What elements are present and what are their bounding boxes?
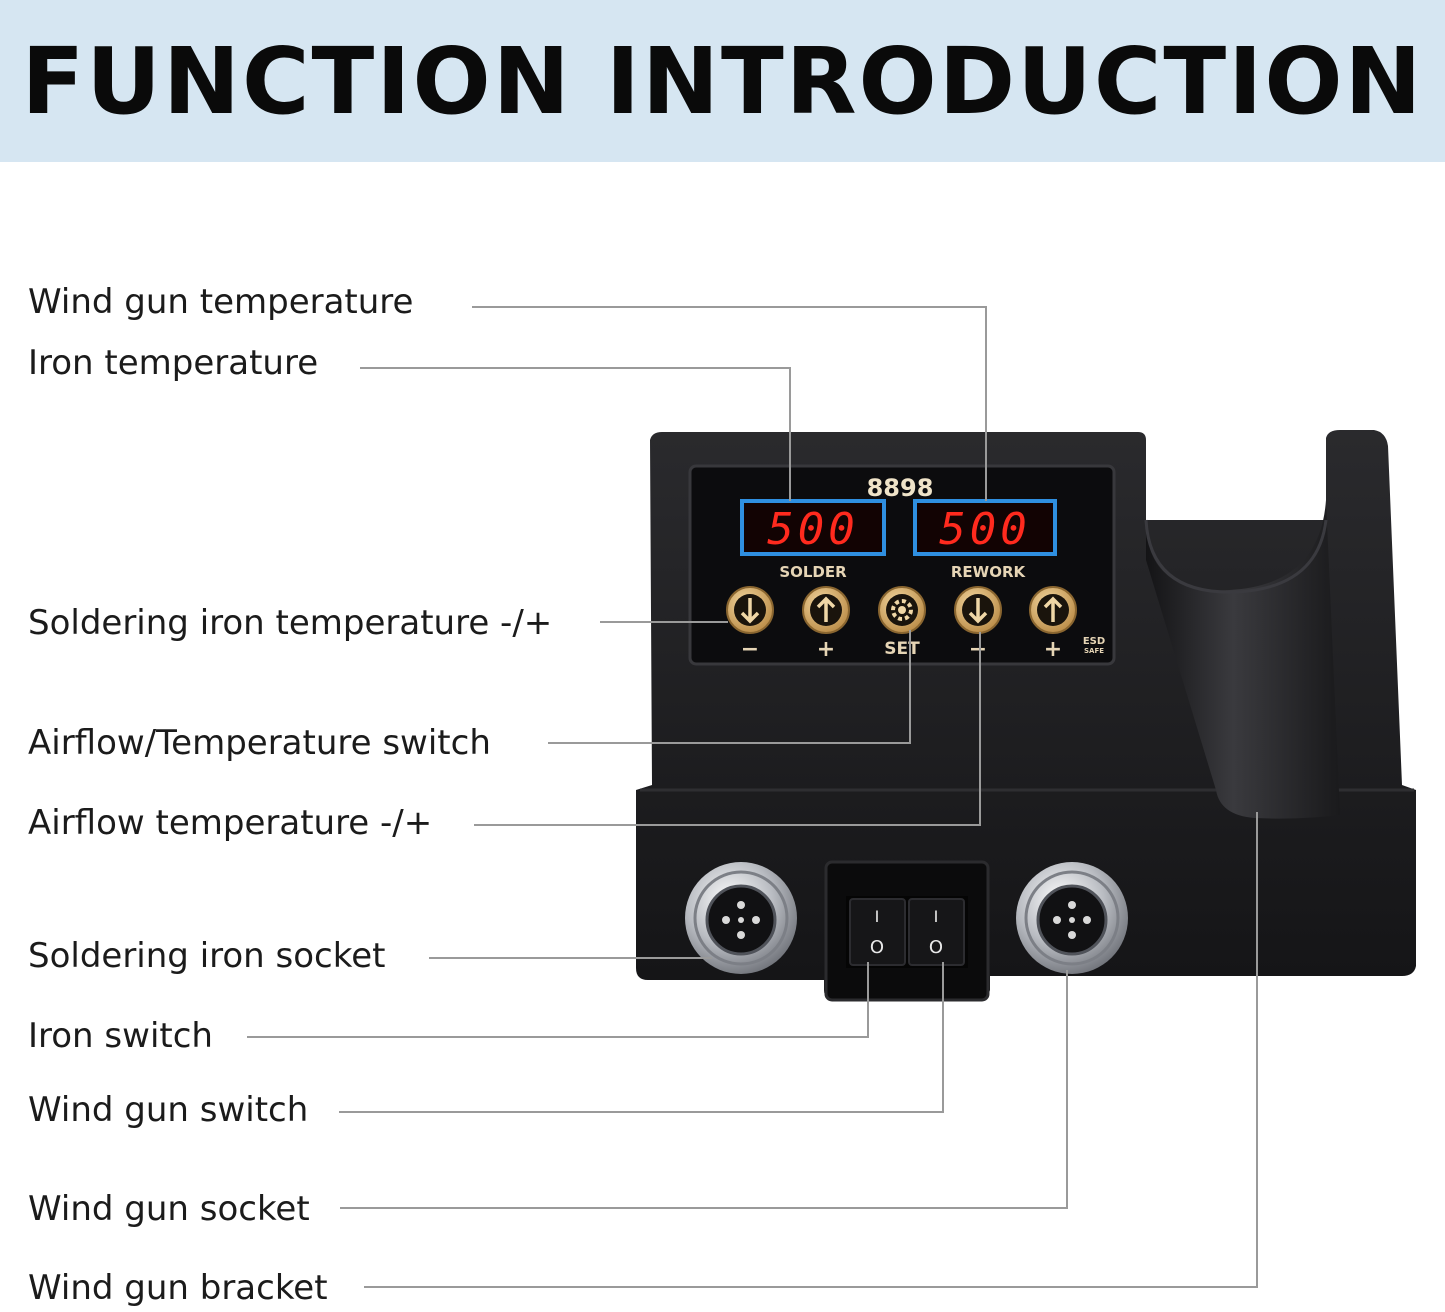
arrow-up-icon [816, 596, 836, 622]
button-label-minus: − [969, 637, 987, 662]
label-soldering-iron-socket: Soldering iron socket [28, 936, 386, 976]
label-soldering-iron-temperature: Soldering iron temperature -/+ [28, 603, 553, 643]
arrow-down-icon [740, 598, 760, 624]
arrow-down-icon [968, 598, 988, 624]
button-label-plus: + [817, 637, 835, 662]
esd-label: ESD [1083, 636, 1105, 647]
solder-temperature-readout: 500 [767, 504, 858, 555]
set-button[interactable] [878, 586, 926, 634]
iron-switch[interactable]: I O [849, 898, 906, 966]
solder-label: SOLDER [779, 563, 847, 581]
wind-gun-bracket [1146, 500, 1340, 819]
leader-iron-temperature [360, 367, 791, 501]
label-airflow-temperature-switch: Airflow/Temperature switch [28, 723, 491, 763]
button-label-minus: − [741, 637, 759, 662]
solder-display [740, 499, 886, 556]
rework-temperature-readout: 500 [939, 504, 1030, 555]
title-banner: FUNCTION INTRODUCTION [0, 0, 1445, 162]
control-panel: 8898 500 500 SOLDER REWORK [688, 464, 1116, 666]
solder-down-button[interactable] [726, 586, 774, 634]
leader-wind-gun-switch [339, 962, 944, 1113]
label-wind-gun-socket: Wind gun socket [28, 1189, 310, 1229]
model-number: 8898 [867, 474, 934, 502]
rework-down-button[interactable] [954, 586, 1002, 634]
rework-label: REWORK [951, 563, 1027, 581]
leader-wind-gun-temperature [472, 306, 987, 501]
label-wind-gun-temperature: Wind gun temperature [28, 282, 414, 322]
leader-wind-gun-bracket [364, 812, 1258, 1288]
button-label-plus: + [1044, 637, 1062, 662]
soldering-iron-socket [685, 862, 797, 974]
rework-up-button[interactable] [1029, 586, 1077, 634]
rework-display [913, 499, 1057, 556]
label-wind-gun-switch: Wind gun switch [28, 1090, 309, 1130]
switch-on-glyph: I [934, 907, 939, 926]
label-iron-temperature: Iron temperature [28, 343, 319, 383]
leader-airflow-temperature-switch [548, 630, 911, 744]
button-label-set: SET [884, 639, 920, 659]
leader-lines [247, 306, 1258, 1288]
switch-on-glyph: I [875, 907, 880, 926]
switch-off-glyph: O [870, 937, 884, 958]
label-iron-switch: Iron switch [28, 1016, 213, 1056]
gear-icon [891, 599, 913, 621]
esd-safe-label: SAFE [1084, 647, 1104, 655]
leader-wind-gun-socket [340, 970, 1068, 1209]
page-title: FUNCTION INTRODUCTION [21, 28, 1424, 135]
wind-gun-switch[interactable]: I O [908, 898, 965, 966]
label-wind-gun-bracket: Wind gun bracket [28, 1268, 328, 1308]
switch-off-glyph: O [929, 937, 943, 958]
wind-gun-socket [1016, 862, 1128, 974]
solder-up-button[interactable] [802, 586, 850, 634]
arrow-up-icon [1043, 596, 1063, 622]
leader-iron-switch [247, 962, 869, 1038]
label-airflow-temperature: Airflow temperature -/+ [28, 803, 433, 843]
leader-airflow-temperature [474, 632, 981, 826]
